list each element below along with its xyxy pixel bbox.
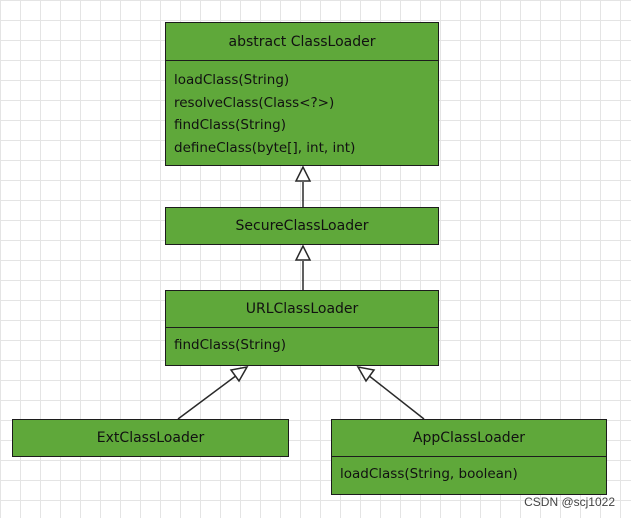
- inheritance-arrow-secure: [294, 165, 312, 182]
- extclassloader-class-name: ExtClassLoader: [96, 429, 205, 446]
- classloader-class-name: abstract ClassLoader: [228, 33, 376, 50]
- inheritance-line-ext: [177, 374, 238, 420]
- csdn-watermark: CSDN @scj1022: [524, 495, 615, 509]
- classloader-class-box: abstract ClassLoader loadClass(String) r…: [165, 22, 439, 166]
- inheritance-arrow-url: [294, 244, 312, 261]
- method-loadclass-boolean: loadClass(String, boolean): [340, 466, 518, 482]
- urlclassloader-methods: findClass(String): [166, 327, 438, 357]
- classloader-methods: loadClass(String) resolveClass(Class<?>)…: [166, 60, 438, 159]
- appclassloader-class-name: AppClassLoader: [412, 430, 526, 446]
- extclassloader-class-box: ExtClassLoader: [12, 419, 289, 457]
- method-loadclass: loadClass(String): [174, 72, 290, 88]
- secureclassloader-class-name: SecureClassLoader: [235, 217, 369, 234]
- method-findclass: findClass(String): [174, 337, 286, 353]
- appclassloader-methods: loadClass(String, boolean): [332, 456, 606, 486]
- inheritance-line-app: [367, 374, 425, 420]
- inheritance-arrow-app: [356, 365, 376, 383]
- method-resolveclass: resolveClass(Class<?>): [174, 94, 335, 111]
- urlclassloader-class-name: URLClassLoader: [245, 301, 359, 317]
- inheritance-arrow-ext: [229, 365, 249, 383]
- appclassloader-class-box: AppClassLoader loadClass(String, boolean…: [331, 419, 607, 495]
- secureclassloader-class-box: SecureClassLoader: [165, 207, 439, 245]
- urlclassloader-class-box: URLClassLoader findClass(String): [165, 290, 439, 366]
- method-findclass: findClass(String): [174, 117, 286, 133]
- method-defineclass: defineClass(byte[], int, int): [174, 139, 356, 156]
